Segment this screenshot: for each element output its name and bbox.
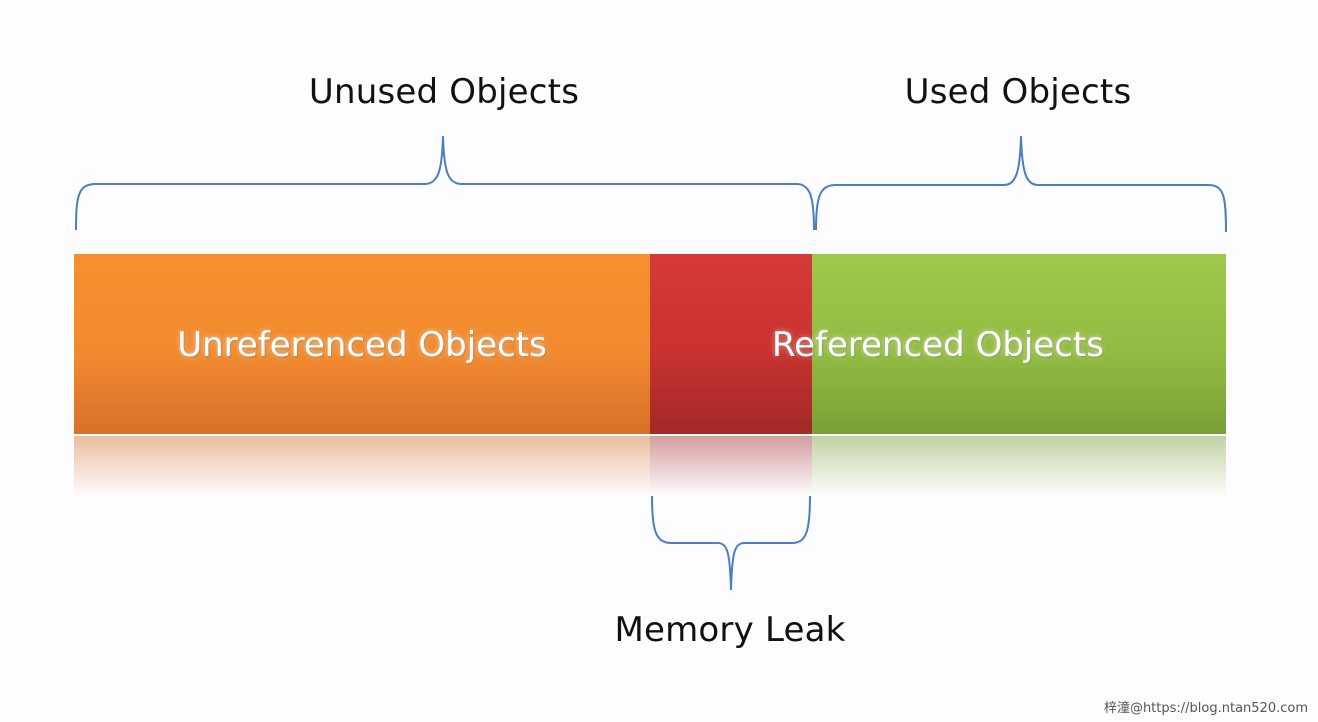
memory-leak-brace: [651, 495, 811, 591]
watermark-text: 梓潼@https://blog.ntan520.com: [1103, 701, 1308, 716]
referenced-objects-text: Referenced Objects: [771, 325, 1105, 365]
memory-leak-segment: [650, 254, 812, 434]
used-objects-label: Used Objects: [904, 72, 1132, 112]
unused-objects-brace: [75, 135, 815, 231]
memory-leak-label: Memory Leak: [614, 610, 846, 650]
unreferenced-reflection: [74, 436, 650, 496]
used-objects-brace: [815, 135, 1227, 233]
referenced-reflection: [812, 436, 1226, 496]
referenced-objects-segment: [812, 254, 1226, 434]
unreferenced-objects-segment: [74, 254, 650, 434]
unreferenced-objects-text: Unreferenced Objects: [177, 325, 547, 365]
memory-leak-reflection: [650, 436, 812, 496]
unused-objects-label: Unused Objects: [308, 72, 580, 112]
